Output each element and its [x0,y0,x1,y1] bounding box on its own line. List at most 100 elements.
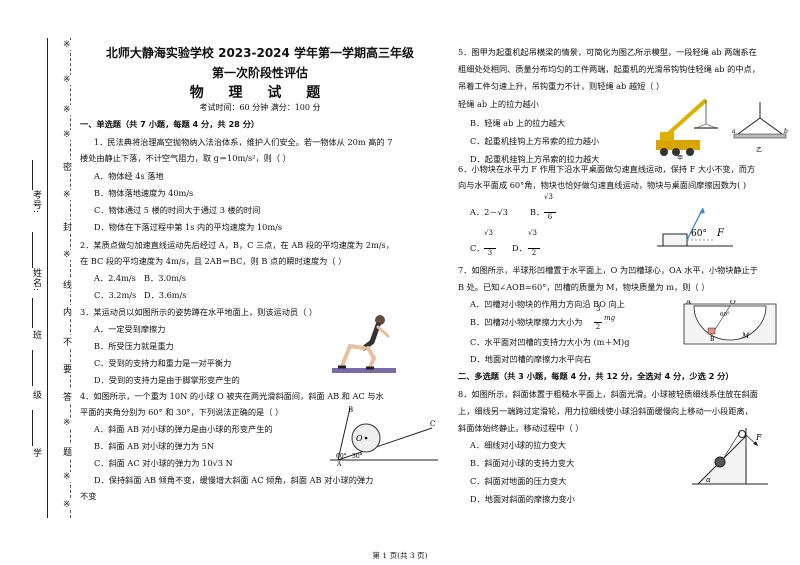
q6-option-c-label: C． [470,243,485,253]
q3-option-b: B．所受压力就是重力 [94,341,174,351]
q8-option-c: C．斜面对地面的压力变大 [470,476,567,486]
q3-option-c: C．受到的支持力和重力是一对平衡力 [94,358,232,368]
q4-ball-between-slopes-figure: O B C 60° 30° A [330,406,438,466]
fig-label-o: O [730,300,736,306]
seal-mark: ※ [63,190,71,200]
q6-option-d-den: 2 [528,248,540,257]
school-underline [32,410,33,446]
q5-model-figure: a b 乙 [732,102,788,154]
q4-option-b: B．斜面 AB 对小球的弹力为 5N [94,441,215,451]
athlete-squat-figure [332,315,396,373]
binding-border-line [47,38,48,518]
fig-label-yi: 乙 [756,147,762,154]
q6-option-b-label: B． [530,207,545,217]
fig-label-c: C [430,420,435,428]
seal-mark: ※ [63,250,71,260]
q7-option-b-den: 2 [594,322,602,331]
seal-mark: ※ [63,40,71,50]
q7-option-b-num: 3 [596,305,601,313]
fig-label-m: M [741,332,750,340]
page-footer: 第 1 页(共 3 页) [372,551,428,560]
q2-option-c: C．3.2m/s [94,290,137,300]
q8-stem-3: 斜面体始终静止。移动过程中（ ） [458,423,584,433]
fig-label-b: B [710,336,715,343]
q1-stem-1: 1．民法典将治理高空抛物纳入法治体系，维护人们安全。若一物体从 20m 高的 7 [94,137,393,147]
fig-force-f: F [755,433,762,442]
name-underline [32,232,33,268]
seal-word: 不 [63,335,73,348]
q8-option-d: D．地面对斜面的摩擦力变小 [470,494,575,504]
fig-angle-60: 60° [691,229,707,239]
seal-word: 题 [63,445,73,458]
exam-no-underline [32,160,33,190]
class-label: 班 [31,330,41,340]
q6-force-figure: 60° F [657,207,733,247]
q2-option-b: B．3.0m/s [144,273,186,283]
q5-option-c: C．起重机挂钩上方吊索的拉力越小 [470,136,600,146]
binding-strip: 考号: 姓名: 班 级 学 ※ ※ ※ ※ 密 ※ 封 ※ 线 内 不 要 答 … [0,0,78,565]
fig-label-a: a [732,128,736,135]
q1-stem-2: 楼处由静止下落，不计空气阻力，取 g＝10m/s²，则（ ） [80,153,291,163]
name-label: 姓名: [31,268,41,293]
q6-option-a: A．2－√3 [470,207,508,217]
q7-option-b-pre: B．凹槽对小物块摩擦力大小为 [470,317,583,327]
q6-option-d-num: √3 [528,229,537,237]
q7-option-a: A．凹槽对小物块的作用力方向沿 BO 向上 [470,299,625,309]
q4-option-d: D．保持斜面 AB 倾角不变，缓慢增大斜面 AC 倾角，斜面 AB 对小球的弹力 [94,475,374,485]
q5-option-d: D．起重机挂钩上方吊索的拉力越大 [470,154,600,164]
q7-option-b-post: mg [604,314,616,322]
class-underline [32,298,33,328]
q3-option-a: A．一定受到摩擦力 [94,324,166,334]
school-label: 学 [31,448,41,458]
seal-mark: ※ [63,105,71,115]
q6-option-c-den: 3 [484,248,496,257]
fig-label-60: 60° [336,453,347,460]
seal-mark: ※ [63,130,71,140]
seal-word: 封 [63,220,73,233]
q6-option-c-num: √3 [484,229,493,237]
fig-label-30: 30° [352,453,363,460]
exam-title-line2: 第一次阶段性评估 [211,66,308,80]
fig-label-a: A [336,461,342,466]
fig-label-jia: 甲 [677,155,684,162]
q7-hemisphere-bowl-figure: A O 60° B M [683,300,777,345]
q6-option-b-den: 6 [544,212,556,221]
q1-option-d: D．物体在下落过程中第 1s 内的平均速度为 10m/s [94,222,283,232]
seal-word: 线 [63,278,73,291]
seal-word: 密 [63,160,73,173]
seal-mark: ※ [63,418,71,428]
fig-force-f: F [716,228,725,239]
fig-label-b: b [784,128,788,135]
seal-word: 要 [63,362,73,375]
q4-option-c: C．斜面 AC 对小球的弹力为 10√3 N [94,458,233,468]
q5-stem-1: 5．图甲为起重机起吊横梁的情景，可简化为图乙所示模型，一段轻绳 ab 两端系在 [458,47,757,57]
fig-label-o: O [356,434,363,443]
q4-option-a: A．斜面 AB 对小球的弹力是由小球的形变产生的 [94,424,273,434]
grade-underline [32,350,33,386]
q4-stem-1: 4．如图所示，一个重为 10N 的小球 O 被夹在两光滑斜面间，斜面 AB 和 … [80,391,384,401]
q7-option-d: D．地面对凹槽的摩擦力水平向右 [470,354,592,364]
q5-option-b: B．轻绳 ab 上的拉力越大 [470,118,566,128]
q6-stem-1: 6．小物块在水平力 F 作用下沿水平桌面做匀速直线运动，保持 F 大小不变，而方 [458,164,756,174]
fig-label-b: B [348,406,353,414]
seal-word: 内 [63,305,73,318]
q8-incline-pulley-figure: F α [692,428,768,485]
q3-option-d: D．受到的支持力是由于脚掌形变产生的 [94,375,240,385]
q1-option-a: A．物体经 4s 落地 [94,171,164,181]
q4-option-d-cont: 不变 [80,491,97,501]
exam-no-label: 考号: [31,190,41,215]
q2-stem-1: 2．某质点做匀加速直线运动先后经过 A，B，C 三点，在 AB 段的平均速度为 … [80,240,394,250]
q7-stem-2: B 处。已知∠AOB=60°，凹槽的质量为 M，物块质量为 m，则（ ） [458,282,710,292]
q1-option-c: C．物体通过 5 楼的时间大于通过 3 楼的时间 [94,205,261,215]
q8-stem-1: 8．如图所示，斜面体置于粗糙水平面上，斜面光滑。小球被轻质细线系住放在斜面 [458,389,758,399]
q6-option-b-num: √3 [544,193,553,201]
seal-mark: ※ [63,500,71,510]
q5-stem-3: 吊着工件匀速上升，吊钩重力不计，则轻绳 ab 越短（ ） [458,81,665,91]
q3-stem: 3．某运动员以如图所示的姿势蹲在水平地面上，则该运动员（ ） [80,307,318,317]
q6-stem-2: 向与水平面成 60°角，物块也恰好做匀速直线运动，物块与桌面间摩擦因数为( ) [458,180,747,190]
fig-angle-alpha: α [706,476,711,484]
q6-option-d-label: D． [512,243,527,253]
q7-stem-1: 7．如图所示，半球形凹槽置于水平面上，O 为凹槽球心，OA 水平，小物块静止于 [458,265,758,275]
q2-stem-2: 在 BC 段的平均速度为 4m/s，且 2AB＝BC，则 B 点的瞬时速度为（ … [80,256,347,266]
seal-mark: ※ [63,75,71,85]
